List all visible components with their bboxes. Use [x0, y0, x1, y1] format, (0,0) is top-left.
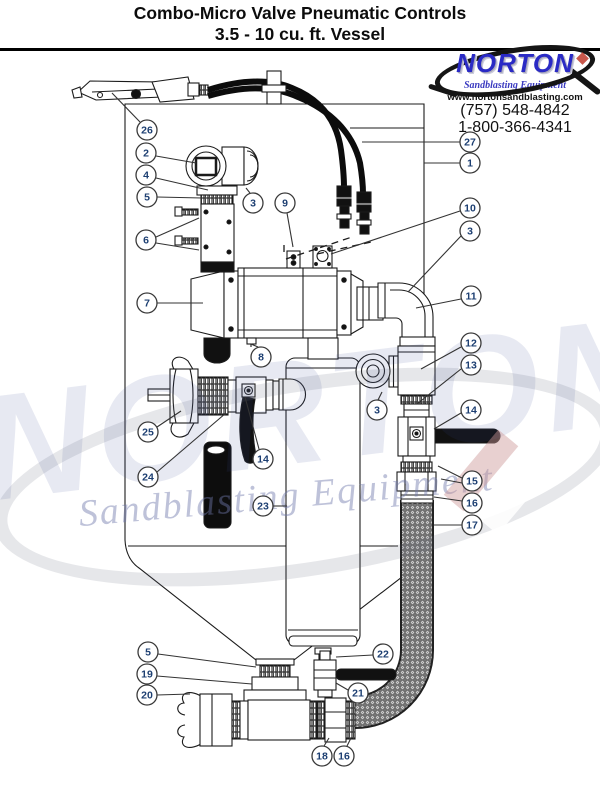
callout-5: 5	[137, 641, 257, 668]
svg-text:2: 2	[143, 148, 149, 160]
callout-8: 8	[250, 343, 272, 368]
callout-23: 23	[252, 495, 287, 517]
svg-text:1: 1	[467, 158, 473, 170]
svg-text:23: 23	[257, 501, 269, 513]
svg-text:16: 16	[466, 498, 478, 510]
callout-17: 17	[434, 514, 483, 536]
logo-block: NORTON Sandblasting Equipment www.norton…	[427, 35, 600, 137]
page-subtitle: 3.5 - 10 cu. ft. Vessel	[214, 24, 386, 44]
svg-text:4: 4	[143, 170, 149, 182]
micro-valve	[174, 145, 259, 273]
callout-6: 6	[135, 217, 200, 251]
callout-20: 20	[136, 684, 191, 706]
svg-text:20: 20	[141, 690, 153, 702]
pilot-fittings	[286, 245, 333, 269]
svg-text:3: 3	[250, 198, 256, 210]
callout-1: 1	[424, 152, 481, 174]
callout-14: 14	[433, 399, 482, 430]
callout-19: 19	[136, 663, 253, 685]
hose-adapter	[396, 455, 437, 504]
svg-text:13: 13	[465, 360, 477, 372]
svg-text:27: 27	[464, 137, 476, 149]
svg-text:6: 6	[143, 235, 149, 247]
shank-ball-valve	[197, 376, 306, 464]
svg-text:5: 5	[145, 647, 151, 659]
svg-text:11: 11	[465, 291, 476, 303]
callout-10: 10	[330, 197, 481, 255]
callout-25: 25	[137, 410, 182, 443]
callout-3: 3	[407, 220, 481, 293]
callout-12: 12	[420, 332, 482, 370]
logo-phone-1: (757) 548-4842	[460, 102, 570, 119]
black-hose-segment	[203, 441, 232, 529]
callout-7: 7	[136, 292, 203, 314]
callout-22: 22	[335, 643, 394, 665]
svg-text:3: 3	[467, 226, 473, 238]
svg-text:3: 3	[374, 405, 380, 417]
tee-fitting	[388, 345, 436, 396]
svg-text:12: 12	[465, 338, 477, 350]
svg-text:7: 7	[144, 298, 150, 310]
callout-15: 15	[437, 465, 483, 492]
callout-11: 11	[415, 285, 482, 309]
logo-phone-2: 1-800-366-4341	[458, 118, 572, 136]
svg-text:14: 14	[465, 405, 477, 417]
callout-4: 4	[135, 164, 209, 191]
quick-coupling	[147, 356, 199, 438]
combo-valve-manifold	[190, 267, 384, 364]
page-title: Combo-Micro Valve Pneumatic Controls	[133, 3, 467, 23]
drain-valve	[313, 650, 397, 698]
callout-24: 24	[137, 412, 227, 488]
svg-text:18: 18	[316, 751, 328, 763]
svg-text:26: 26	[141, 125, 153, 137]
blowdown-hose	[354, 500, 434, 729]
title-divider	[0, 48, 600, 51]
rubber-horn	[355, 353, 391, 389]
svg-text:15: 15	[466, 476, 478, 488]
callout-3: 3	[366, 391, 388, 421]
bottom-pipe-assembly	[177, 692, 356, 748]
callout-14: 14	[244, 396, 274, 470]
callout-16: 16	[333, 737, 355, 767]
separator-cylinder	[285, 357, 361, 660]
svg-text:10: 10	[464, 203, 476, 215]
svg-text:24: 24	[142, 472, 154, 484]
svg-text:22: 22	[377, 649, 389, 661]
logo-tagline: Sandblasting Equipment	[464, 80, 566, 91]
svg-text:19: 19	[141, 669, 153, 681]
svg-text:17: 17	[466, 520, 478, 532]
logo-brand: NORTON	[456, 48, 574, 78]
elbow	[377, 282, 436, 347]
callout-21: 21	[335, 682, 369, 704]
callout-9: 9	[274, 192, 296, 248]
svg-text:9: 9	[282, 198, 288, 210]
callout-27: 27	[362, 131, 481, 153]
callout-13: 13	[416, 354, 482, 405]
svg-text:25: 25	[142, 427, 154, 439]
callout-5: 5	[136, 186, 203, 208]
deadman-handle	[71, 76, 209, 103]
outlet-flange	[243, 658, 307, 703]
dashed-lines	[283, 236, 372, 260]
svg-text:16: 16	[338, 751, 350, 763]
svg-text:14: 14	[257, 454, 269, 466]
fill-pipe	[261, 70, 287, 105]
twin-hose	[207, 78, 372, 235]
callout-18: 18	[311, 737, 333, 767]
svg-text:8: 8	[258, 352, 264, 364]
logo-website: www.nortonsandblasting.com	[447, 92, 583, 103]
callout-26: 26	[111, 92, 158, 141]
callout-3: 3	[242, 187, 264, 214]
callout-2: 2	[135, 142, 197, 164]
svg-text:21: 21	[352, 688, 364, 700]
callout-16: 16	[433, 492, 483, 514]
ball-valve	[397, 416, 501, 457]
svg-text:5: 5	[144, 192, 150, 204]
